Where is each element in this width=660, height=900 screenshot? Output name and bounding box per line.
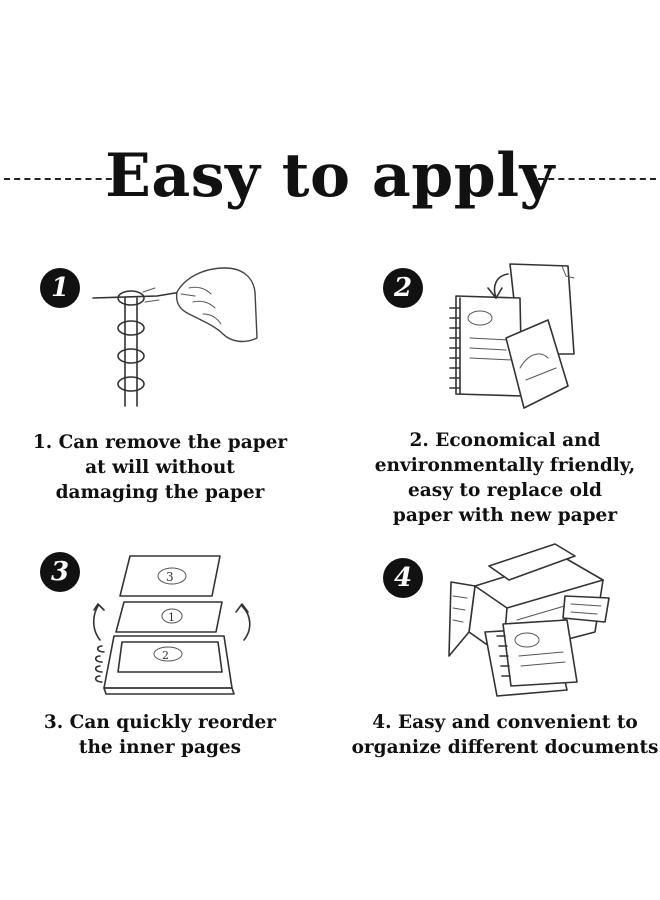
ring-binder-hand-illustration [92, 267, 258, 407]
left-dashed-rule [4, 178, 122, 180]
step-2-number-badge: 2 [383, 268, 423, 308]
printer-documents-illustration [448, 543, 610, 697]
step-4-caption: 4. Easy and convenient to organize diffe… [351, 712, 659, 758]
right-dashed-rule [538, 178, 656, 180]
svg-text:2: 2 [162, 649, 169, 662]
step-2-caption: 2. Economical and environmentally friend… [374, 430, 636, 526]
page-title: Easy to apply [105, 141, 555, 211]
replace-paper-notebook-illustration [449, 263, 575, 409]
step-1-caption: 1. Can remove the paper at will without … [32, 432, 288, 503]
step-4-number-badge: 4 [383, 558, 423, 598]
step-1-number-badge: 1 [40, 268, 80, 308]
reorder-pages-illustration: 3 1 2 [92, 555, 251, 695]
step-3-caption: 3. Can quickly reorder the inner pages [43, 712, 277, 758]
svg-text:3: 3 [166, 570, 174, 584]
step-3-number-badge: 3 [40, 552, 80, 592]
svg-text:1: 1 [168, 611, 175, 624]
